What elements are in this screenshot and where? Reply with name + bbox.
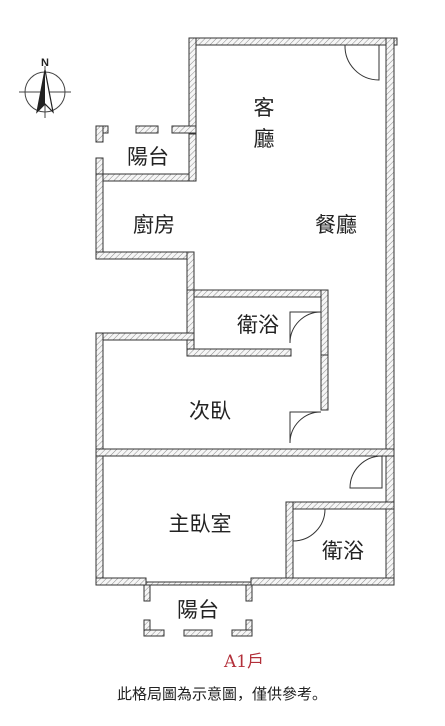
doors [289,44,383,542]
room-label-second-bedroom: 次臥 [189,399,231,423]
room-label-living-1: 客 [254,96,275,120]
compass-north-label: N [41,57,49,69]
room-label-dining: 餐廳 [315,213,357,237]
unit-code: A1戶 [223,652,264,672]
room-label-master-bedroom: 主臥室 [169,512,232,536]
door-living [344,44,380,81]
door-second-bedroom [289,411,322,444]
room-label-balcony-bottom: 陽台 [177,598,219,622]
room-label-bath-middle: 衛浴 [237,313,279,337]
room-label-balcony-top: 陽台 [127,145,169,169]
walls [95,37,398,637]
room-label-kitchen: 廚房 [133,213,175,237]
door-bath-middle [289,311,322,344]
disclaimer-note: 此格局圖為示意圖，僅供參考。 [117,685,327,703]
compass-icon: N [19,57,71,118]
room-label-bath-master: 衛浴 [322,539,364,563]
door-master-bedroom [349,455,383,489]
room-label-living-2: 廳 [254,127,275,151]
door-bath-master [292,508,326,542]
